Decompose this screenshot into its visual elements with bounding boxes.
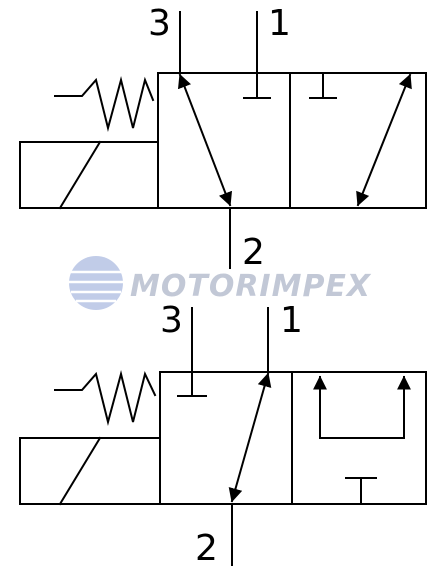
bottom-port-2-label: 2	[195, 528, 218, 569]
bottom-solenoid-slash	[58, 436, 102, 506]
bottom-port-1-label: 1	[280, 300, 303, 341]
top-port-2-label: 2	[242, 232, 265, 273]
bottom-port-3-label: 3	[160, 300, 183, 341]
bottom-spring	[54, 370, 157, 426]
top-flow-arrow-3-2	[177, 73, 233, 207]
watermark-globe-icon	[69, 256, 123, 310]
watermark: MOTORIMPEX	[69, 256, 372, 310]
top-solenoid-slash	[58, 140, 102, 210]
top-flow-arrow-1-2	[356, 73, 412, 207]
bottom-valve: 3 1 2	[19, 300, 427, 569]
top-valve: 3 1 2	[19, 3, 427, 273]
watermark-text: MOTORIMPEX	[130, 269, 372, 304]
bottom-flow-arrow-u	[313, 375, 411, 439]
top-envelope-right	[289, 72, 427, 209]
top-port-1-label: 1	[268, 3, 291, 44]
bottom-envelope-right	[291, 371, 427, 505]
bottom-solenoid	[19, 437, 161, 505]
top-solenoid	[19, 141, 159, 209]
bottom-envelope-left	[159, 371, 293, 505]
bottom-flow-arrow-1-2	[228, 372, 272, 503]
top-port-3-label: 3	[148, 3, 171, 44]
top-spring	[54, 76, 155, 132]
